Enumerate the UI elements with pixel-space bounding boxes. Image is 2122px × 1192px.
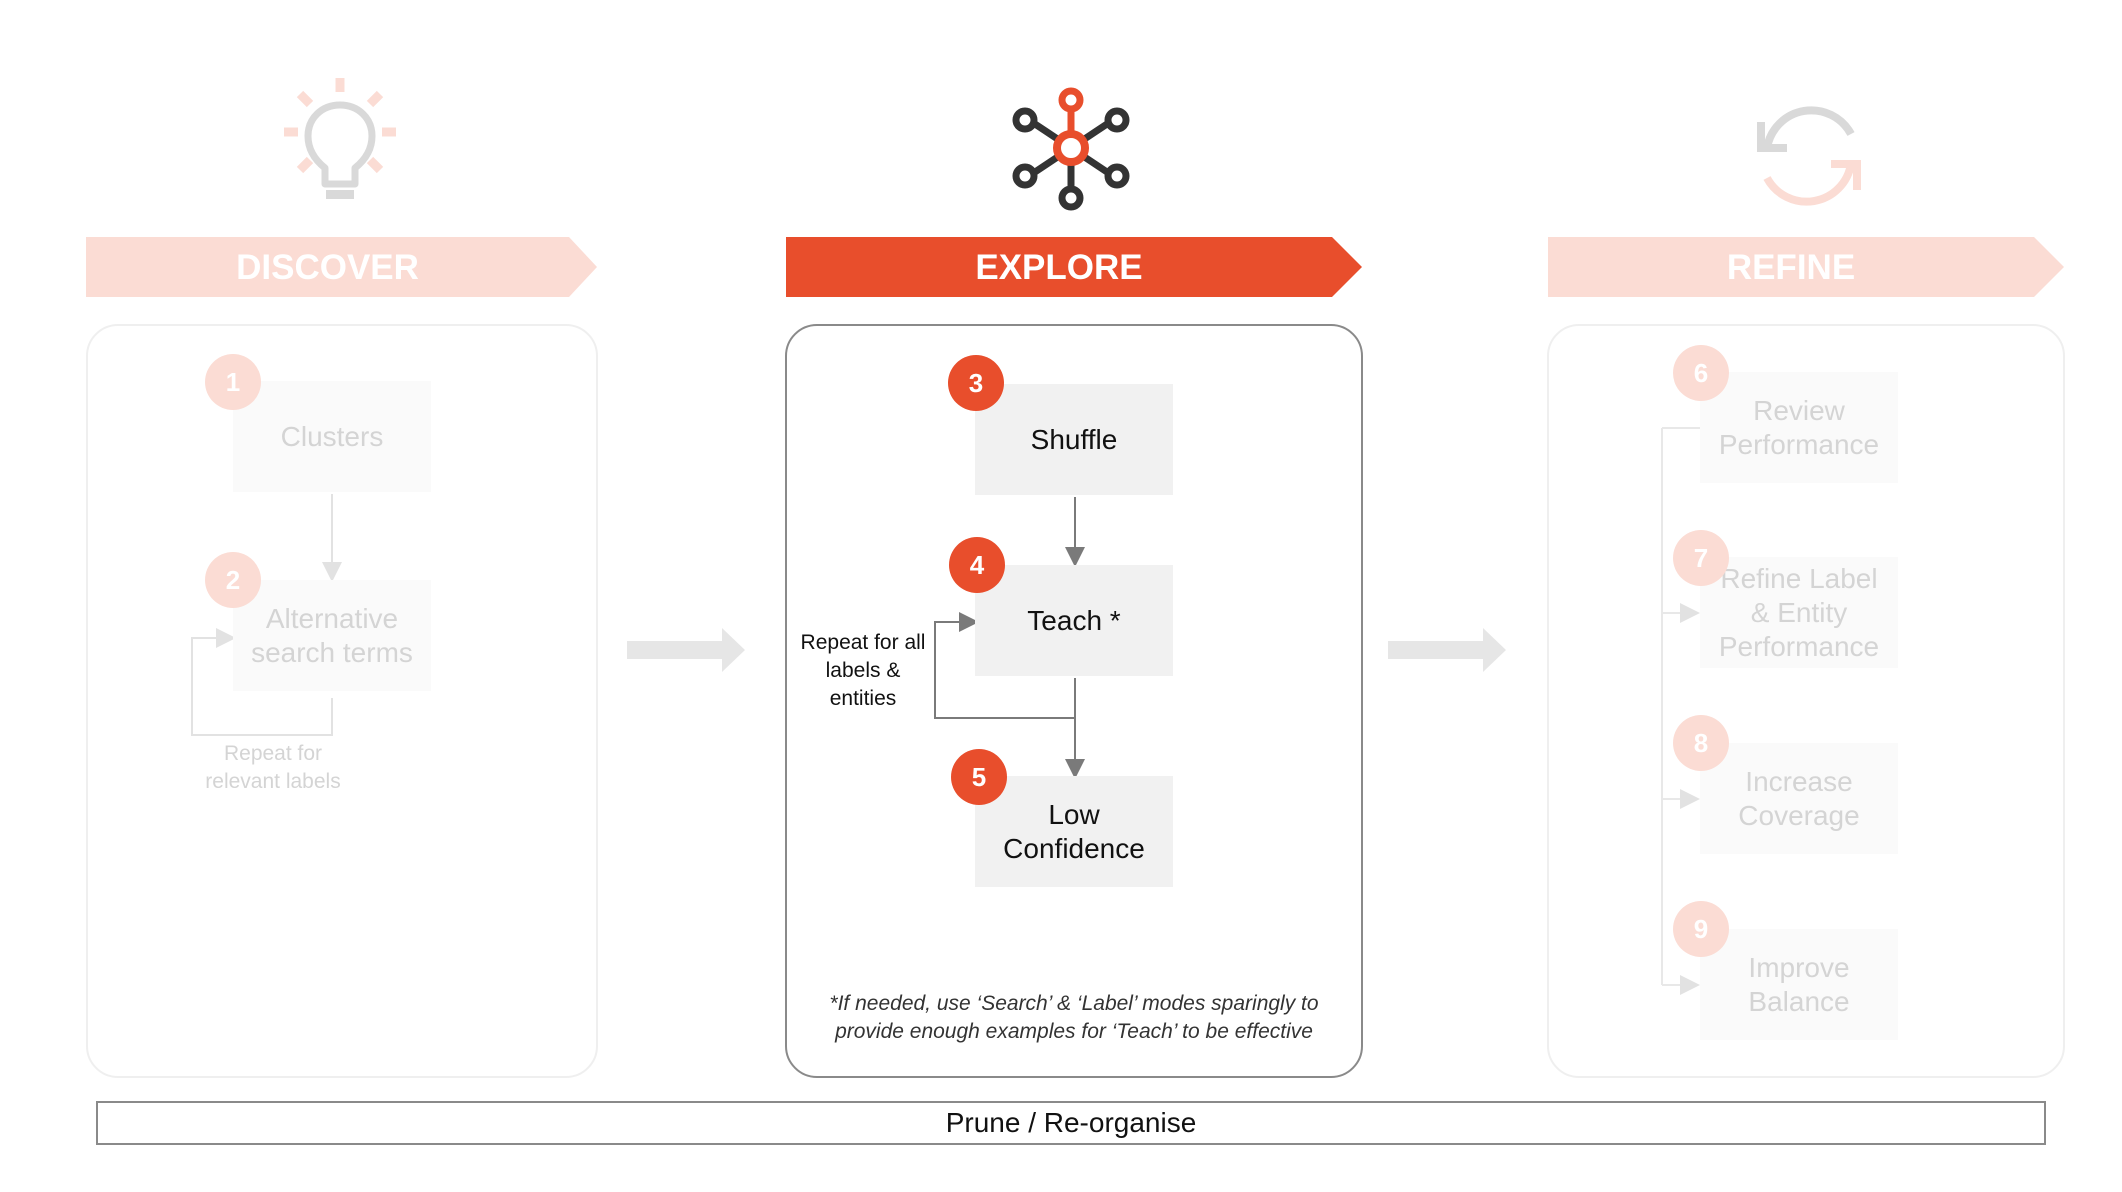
step-number-badge: 4 bbox=[949, 537, 1005, 593]
step-alternative-search-terms-label: Alternative search terms bbox=[251, 602, 413, 668]
step-low-confidence: Low Confidence bbox=[975, 776, 1173, 887]
step-increase-coverage-label: Increase Coverage bbox=[1738, 765, 1860, 831]
explore-loop-note: Repeat for all labels & entities bbox=[800, 631, 926, 710]
network-nodes-icon bbox=[1012, 87, 1130, 211]
step-number-badge: 6 bbox=[1673, 345, 1729, 401]
step-number-badge: 5 bbox=[951, 749, 1007, 805]
explore-banner: EXPLORE bbox=[786, 237, 1362, 297]
step-number-badge: 1 bbox=[205, 354, 261, 410]
discover-banner: DISCOVER bbox=[86, 237, 597, 297]
explore-title: EXPLORE bbox=[975, 248, 1143, 287]
step-number-badge: 2 bbox=[205, 552, 261, 608]
step-improve-balance-label: Improve Balance bbox=[1748, 951, 1850, 1017]
discover-title: DISCOVER bbox=[236, 248, 419, 287]
refine-banner: REFINE bbox=[1548, 237, 2064, 297]
explore-panel bbox=[785, 324, 1363, 1078]
step-teach: Teach * bbox=[975, 565, 1173, 676]
discover-panel bbox=[86, 324, 598, 1078]
step-clusters: Clusters bbox=[233, 381, 431, 492]
step-number-badge: 3 bbox=[948, 355, 1004, 411]
refine-panel bbox=[1547, 324, 2065, 1078]
prune-reorganise-bar: Prune / Re-organise bbox=[96, 1101, 2046, 1145]
refresh-cycle-icon bbox=[1757, 106, 1861, 206]
step-refine-label-entity-performance-label: Refine Label & Entity Performance bbox=[1718, 562, 1880, 662]
step-alternative-search-terms: Alternative search terms bbox=[233, 580, 431, 691]
step-review-performance: Review Performance bbox=[1700, 372, 1898, 483]
step-number-badge: 9 bbox=[1673, 901, 1729, 957]
step-increase-coverage: Increase Coverage bbox=[1700, 743, 1898, 854]
step-low-confidence-label: Low Confidence bbox=[1003, 798, 1145, 864]
step-improve-balance: Improve Balance bbox=[1700, 929, 1898, 1040]
lightbulb-icon bbox=[284, 78, 396, 199]
step-review-performance-label: Review Performance bbox=[1718, 394, 1880, 460]
step-shuffle-label: Shuffle bbox=[1030, 423, 1118, 455]
step-shuffle: Shuffle bbox=[975, 384, 1173, 495]
discover-loop-note: Repeat for relevant labels bbox=[205, 742, 341, 793]
step-number-badge: 7 bbox=[1673, 530, 1729, 586]
prune-reorganise-label: Prune / Re-organise bbox=[945, 1107, 1197, 1138]
refine-title: REFINE bbox=[1726, 248, 1856, 287]
step-refine-label-entity-performance: Refine Label & Entity Performance bbox=[1700, 557, 1898, 668]
explore-footnote: *If needed, use ‘Search’ & ‘Label’ modes… bbox=[829, 992, 1319, 1043]
step-teach-label: Teach * bbox=[1027, 604, 1121, 636]
step-number-badge: 8 bbox=[1673, 715, 1729, 771]
step-clusters-label: Clusters bbox=[280, 420, 384, 452]
